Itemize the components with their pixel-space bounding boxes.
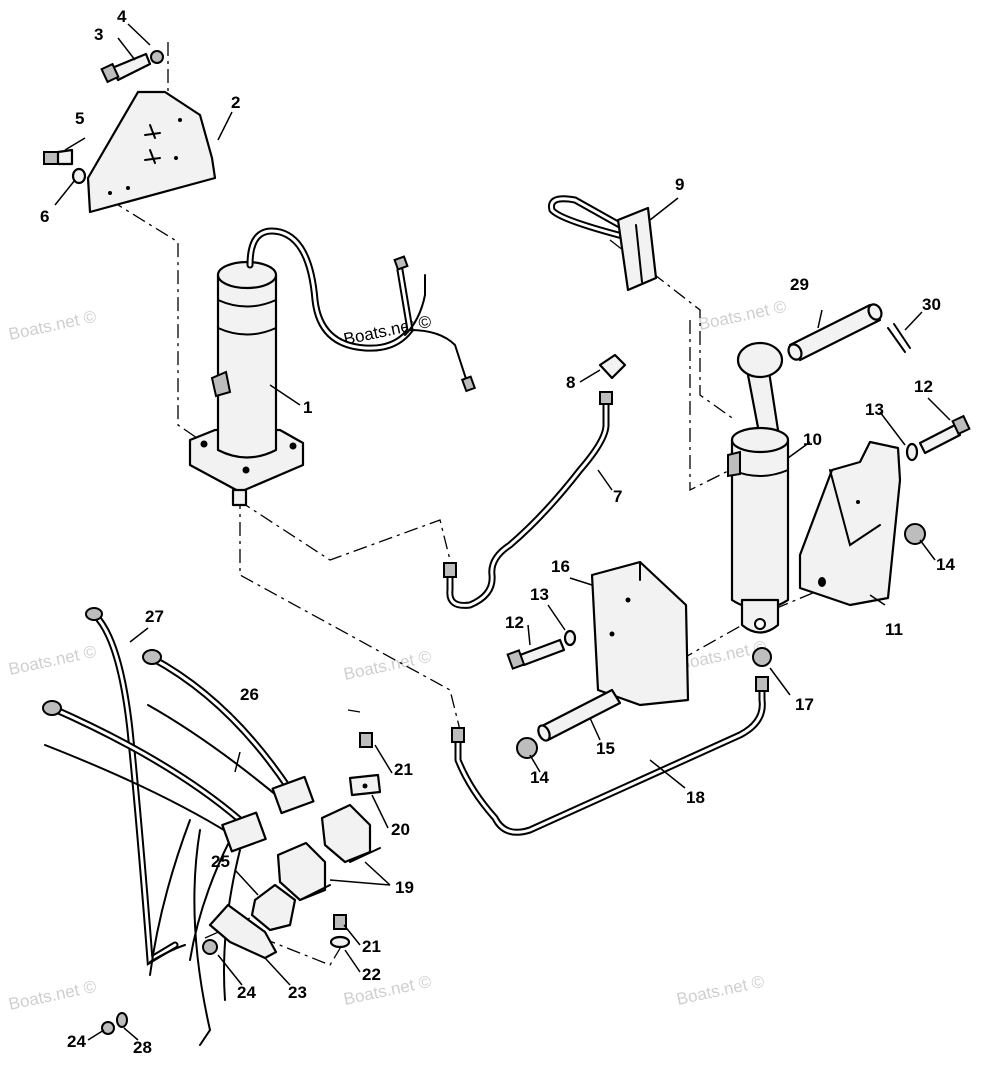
callout-6: 6 <box>40 207 49 226</box>
part-13-washer-left <box>563 629 577 647</box>
callout-2: 2 <box>231 93 240 112</box>
callout-7: 7 <box>613 487 622 506</box>
callout-10: 10 <box>803 430 822 449</box>
part-4-nut <box>150 50 164 64</box>
callout-29: 29 <box>790 275 809 294</box>
part-28-washer <box>116 1012 128 1028</box>
part-24-nut-left <box>101 1021 115 1035</box>
callout-27: 27 <box>145 607 164 626</box>
callout-18: 18 <box>686 788 705 807</box>
part-1-pump-motor <box>188 227 477 507</box>
watermark: Boats.net © <box>675 972 767 1009</box>
part-22-washer <box>329 935 351 949</box>
part-14-nut-left <box>516 737 538 759</box>
callout-24-right: 24 <box>237 983 256 1002</box>
callout-12-left: 12 <box>505 613 524 632</box>
watermark: Boats.net © <box>7 307 99 344</box>
callout-16: 16 <box>551 557 570 576</box>
callout-17: 17 <box>795 695 814 714</box>
callout-13-left: 13 <box>530 585 549 604</box>
callout-26: 26 <box>240 685 259 704</box>
part-20-bracket <box>348 773 382 797</box>
part-29-pivot-pin <box>787 303 883 362</box>
callout-9: 9 <box>675 175 684 194</box>
watermark: Boats.net © <box>342 972 434 1009</box>
watermark: Boats.net © <box>7 977 99 1014</box>
part-26-wire-harness <box>42 649 315 1046</box>
part-9-clip <box>548 195 658 292</box>
callout-labels: 3 4 2 5 6 1 7 8 9 10 29 30 12 13 14 11 1… <box>40 7 955 1057</box>
part-30-cotter-pin <box>887 323 911 353</box>
part-19-relay-lower <box>276 841 331 902</box>
callout-28: 28 <box>133 1038 152 1057</box>
callout-14-right: 14 <box>936 555 955 574</box>
part-21-screw-lower <box>333 914 347 930</box>
callout-22: 22 <box>362 965 381 984</box>
callout-4: 4 <box>117 7 127 26</box>
callout-3: 3 <box>94 25 103 44</box>
callout-11: 11 <box>885 620 903 639</box>
part-14-nut-right <box>904 523 926 545</box>
part-24-nut-right <box>202 939 218 955</box>
watermark: Boats.net © <box>7 642 99 679</box>
callout-14-left: 14 <box>530 768 549 787</box>
part-13-washer-right <box>905 442 919 462</box>
callout-15: 15 <box>596 739 615 758</box>
callout-20: 20 <box>391 820 410 839</box>
part-15-pin <box>537 688 622 742</box>
callout-21-lower: 21 <box>362 937 381 956</box>
part-2-mounting-plate <box>86 90 217 214</box>
part-8-fitting <box>598 353 627 380</box>
part-3-bolt <box>100 52 152 84</box>
part-12-bolt-right <box>918 414 971 455</box>
callout-8: 8 <box>566 373 575 392</box>
part-11-bracket <box>798 440 902 607</box>
part-23-mount-bracket <box>208 903 278 960</box>
part-12-bolt-left <box>506 638 566 670</box>
part-19-relay-upper <box>320 803 381 864</box>
callout-25: 25 <box>211 852 230 871</box>
watermark: Boats.net © <box>697 297 789 334</box>
watermark: Boats.net © <box>342 647 434 684</box>
callout-23: 23 <box>288 983 307 1002</box>
callout-21-upper: 21 <box>394 760 413 779</box>
leader-lines <box>54 23 951 1041</box>
callout-30: 30 <box>922 295 941 314</box>
part-25-solenoid <box>250 883 297 932</box>
part-18-hydraulic-hose <box>451 676 769 836</box>
callout-12-right: 12 <box>914 377 933 396</box>
part-10-hydraulic-cylinder <box>727 341 790 634</box>
callout-5: 5 <box>75 109 84 128</box>
part-21-screw-upper <box>359 732 373 748</box>
part-16-bracket <box>590 560 690 707</box>
callout-19: 19 <box>395 878 414 897</box>
callout-13-right: 13 <box>865 400 884 419</box>
callout-24-left: 24 <box>67 1032 86 1051</box>
part-7-hydraulic-hose <box>443 391 613 609</box>
callout-1: 1 <box>303 398 312 417</box>
part-5-screw <box>43 148 74 166</box>
part-6-washer <box>71 167 87 185</box>
part-17-fitting <box>752 647 772 667</box>
